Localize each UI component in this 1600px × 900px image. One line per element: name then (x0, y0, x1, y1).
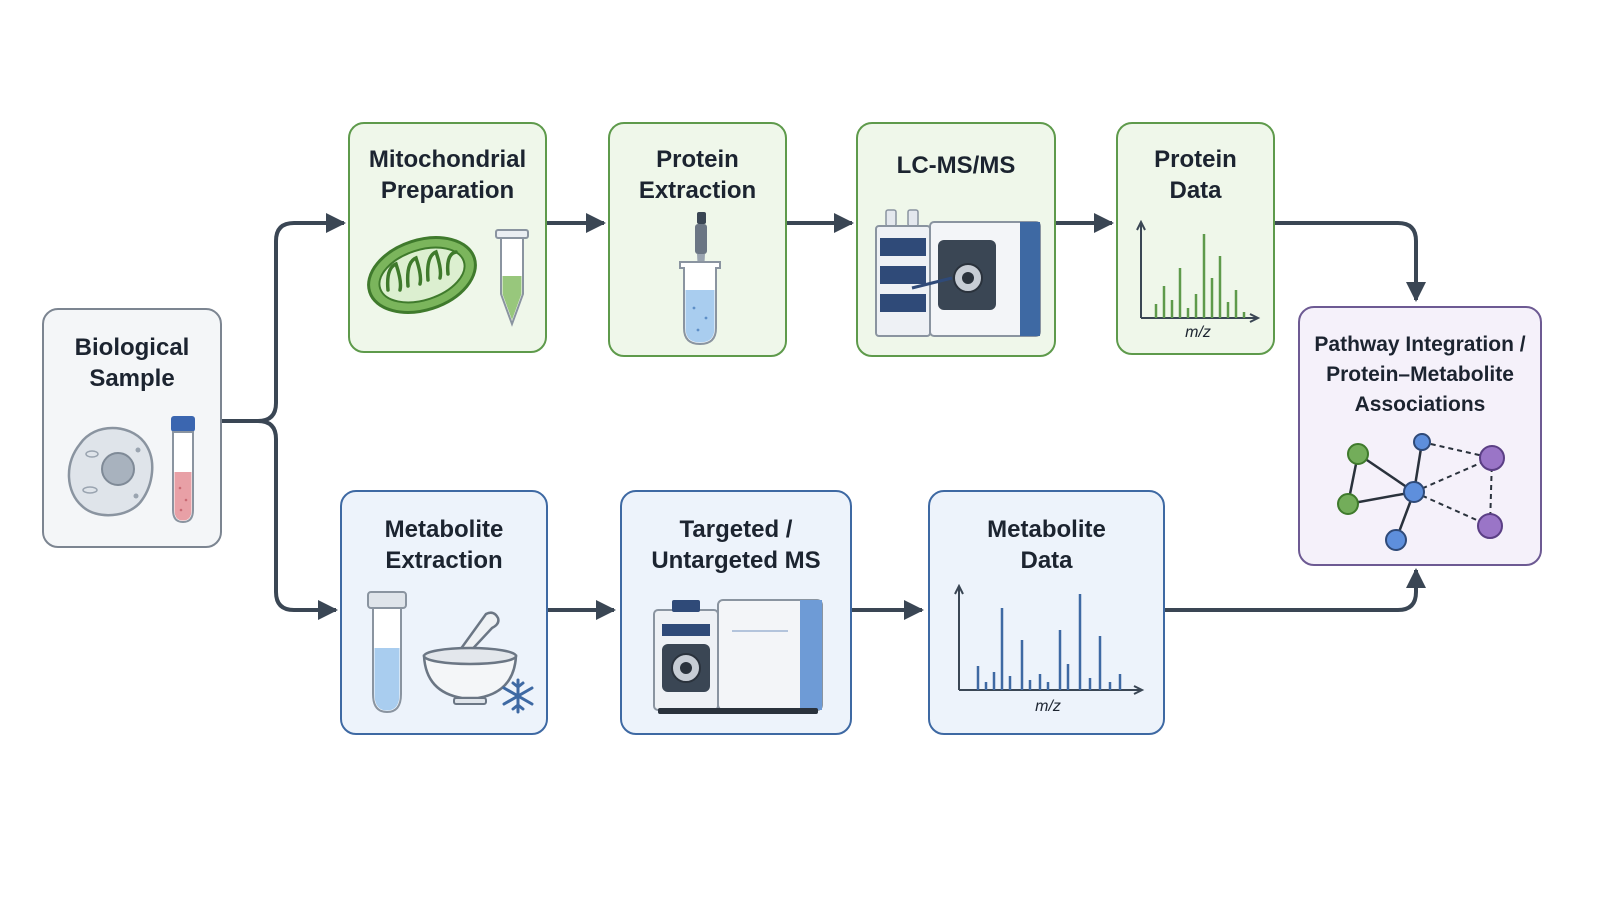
mass-spectrometer-icon (653, 599, 823, 714)
arrow-sample-to-mito (222, 213, 346, 423)
mortar-pestle-icon (422, 611, 518, 705)
metabolite-tube-icon (367, 591, 407, 714)
protein-data-node: Protein Data m/z (1116, 122, 1275, 355)
mitochondrion-icon (367, 236, 477, 314)
protein-extraction-node: Protein Extraction (608, 122, 787, 357)
snowflake-icon (502, 678, 534, 714)
metabolite-extraction-label: Metabolite Extraction (384, 516, 504, 574)
biological-sample-node: Biological Sample (42, 308, 222, 548)
biological-sample-label: Biological Sample (74, 334, 190, 392)
targeted-untargeted-ms-label: Targeted / Untargeted MS (651, 516, 821, 574)
pathway-integration-label: Pathway Integration / Protein–Metabolite… (1314, 333, 1526, 416)
arrow-protein-data-to-integration (1275, 221, 1426, 302)
lc-ms-ms-label: LC-MS/MS (896, 152, 1016, 179)
mitochondrial-preparation-node: Mitochondrial Preparation (348, 122, 547, 353)
arrow-sample-to-metabolite (257, 419, 338, 620)
metabolite-extraction-node: Metabolite Extraction (340, 490, 548, 735)
lc-ms-ms-node: LC-MS/MS (856, 122, 1056, 357)
targeted-untargeted-ms-node: Targeted / Untargeted MS (620, 490, 852, 735)
blood-tube-icon (171, 416, 195, 524)
lc-ms-instrument-icon (875, 209, 1041, 337)
metabolite-mz-axis-label: m/z (1035, 698, 1061, 715)
protein-data-label: Protein Data (1154, 146, 1237, 204)
protein-extraction-label: Protein Extraction (638, 146, 757, 204)
cell-icon (67, 426, 154, 517)
protein-mz-axis-label: m/z (1185, 324, 1211, 341)
pathway-integration-node: Pathway Integration / Protein–Metabolite… (1298, 306, 1542, 566)
metabolite-data-node: Metabolite Data m/z (928, 490, 1165, 735)
protein-spectrum-icon (1136, 220, 1261, 323)
arrow-metabolite-data-to-integration (1165, 568, 1426, 612)
metabolite-spectrum-icon (954, 584, 1145, 695)
mitochondrial-preparation-label: Mitochondrial Preparation (368, 146, 527, 204)
network-graph-icon (1337, 433, 1505, 551)
pipette-tube-icon (679, 212, 721, 346)
green-tube-icon (495, 229, 529, 327)
metabolite-data-label: Metabolite Data (987, 516, 1106, 574)
